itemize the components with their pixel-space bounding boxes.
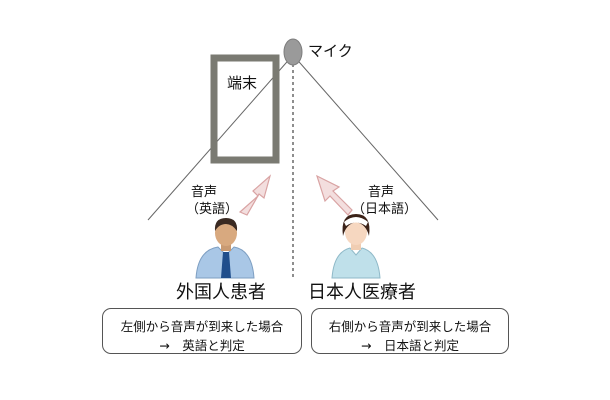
- pickup-line-left: [147, 54, 294, 221]
- staff-figure: [331, 214, 381, 279]
- staff-label: 日本人医療者: [308, 282, 416, 303]
- voice-left-label: 音声: [191, 185, 218, 200]
- voice-right-language: （日本語）: [352, 202, 418, 217]
- patient-label: 外国人患者: [176, 282, 266, 303]
- rule-box-right: 右側から音声が到来した場合 → 日本語と判定: [311, 308, 509, 354]
- rule-left-condition: 左側から音声が到来した場合: [120, 319, 284, 334]
- voice-right-label: 音声: [368, 185, 395, 200]
- rule-right-result: → 日本語と判定: [361, 338, 459, 353]
- voice-arrow-right: [315, 174, 353, 216]
- rule-right-condition: 右側から音声が到来した場合: [328, 319, 492, 334]
- voice-arrow-left: [238, 174, 272, 216]
- rule-box-left: 左側から音声が到来した場合 → 英語と判定: [102, 308, 302, 354]
- patient-figure: [195, 218, 255, 279]
- pickup-line-right: [292, 54, 439, 221]
- voice-left-language: （英語）: [186, 202, 239, 217]
- mic-label: マイク: [308, 42, 353, 60]
- device-frame: [210, 54, 280, 164]
- device-label: 端末: [227, 74, 258, 92]
- rule-left-result: → 英語と判定: [159, 338, 245, 353]
- mic-icon: [283, 38, 303, 66]
